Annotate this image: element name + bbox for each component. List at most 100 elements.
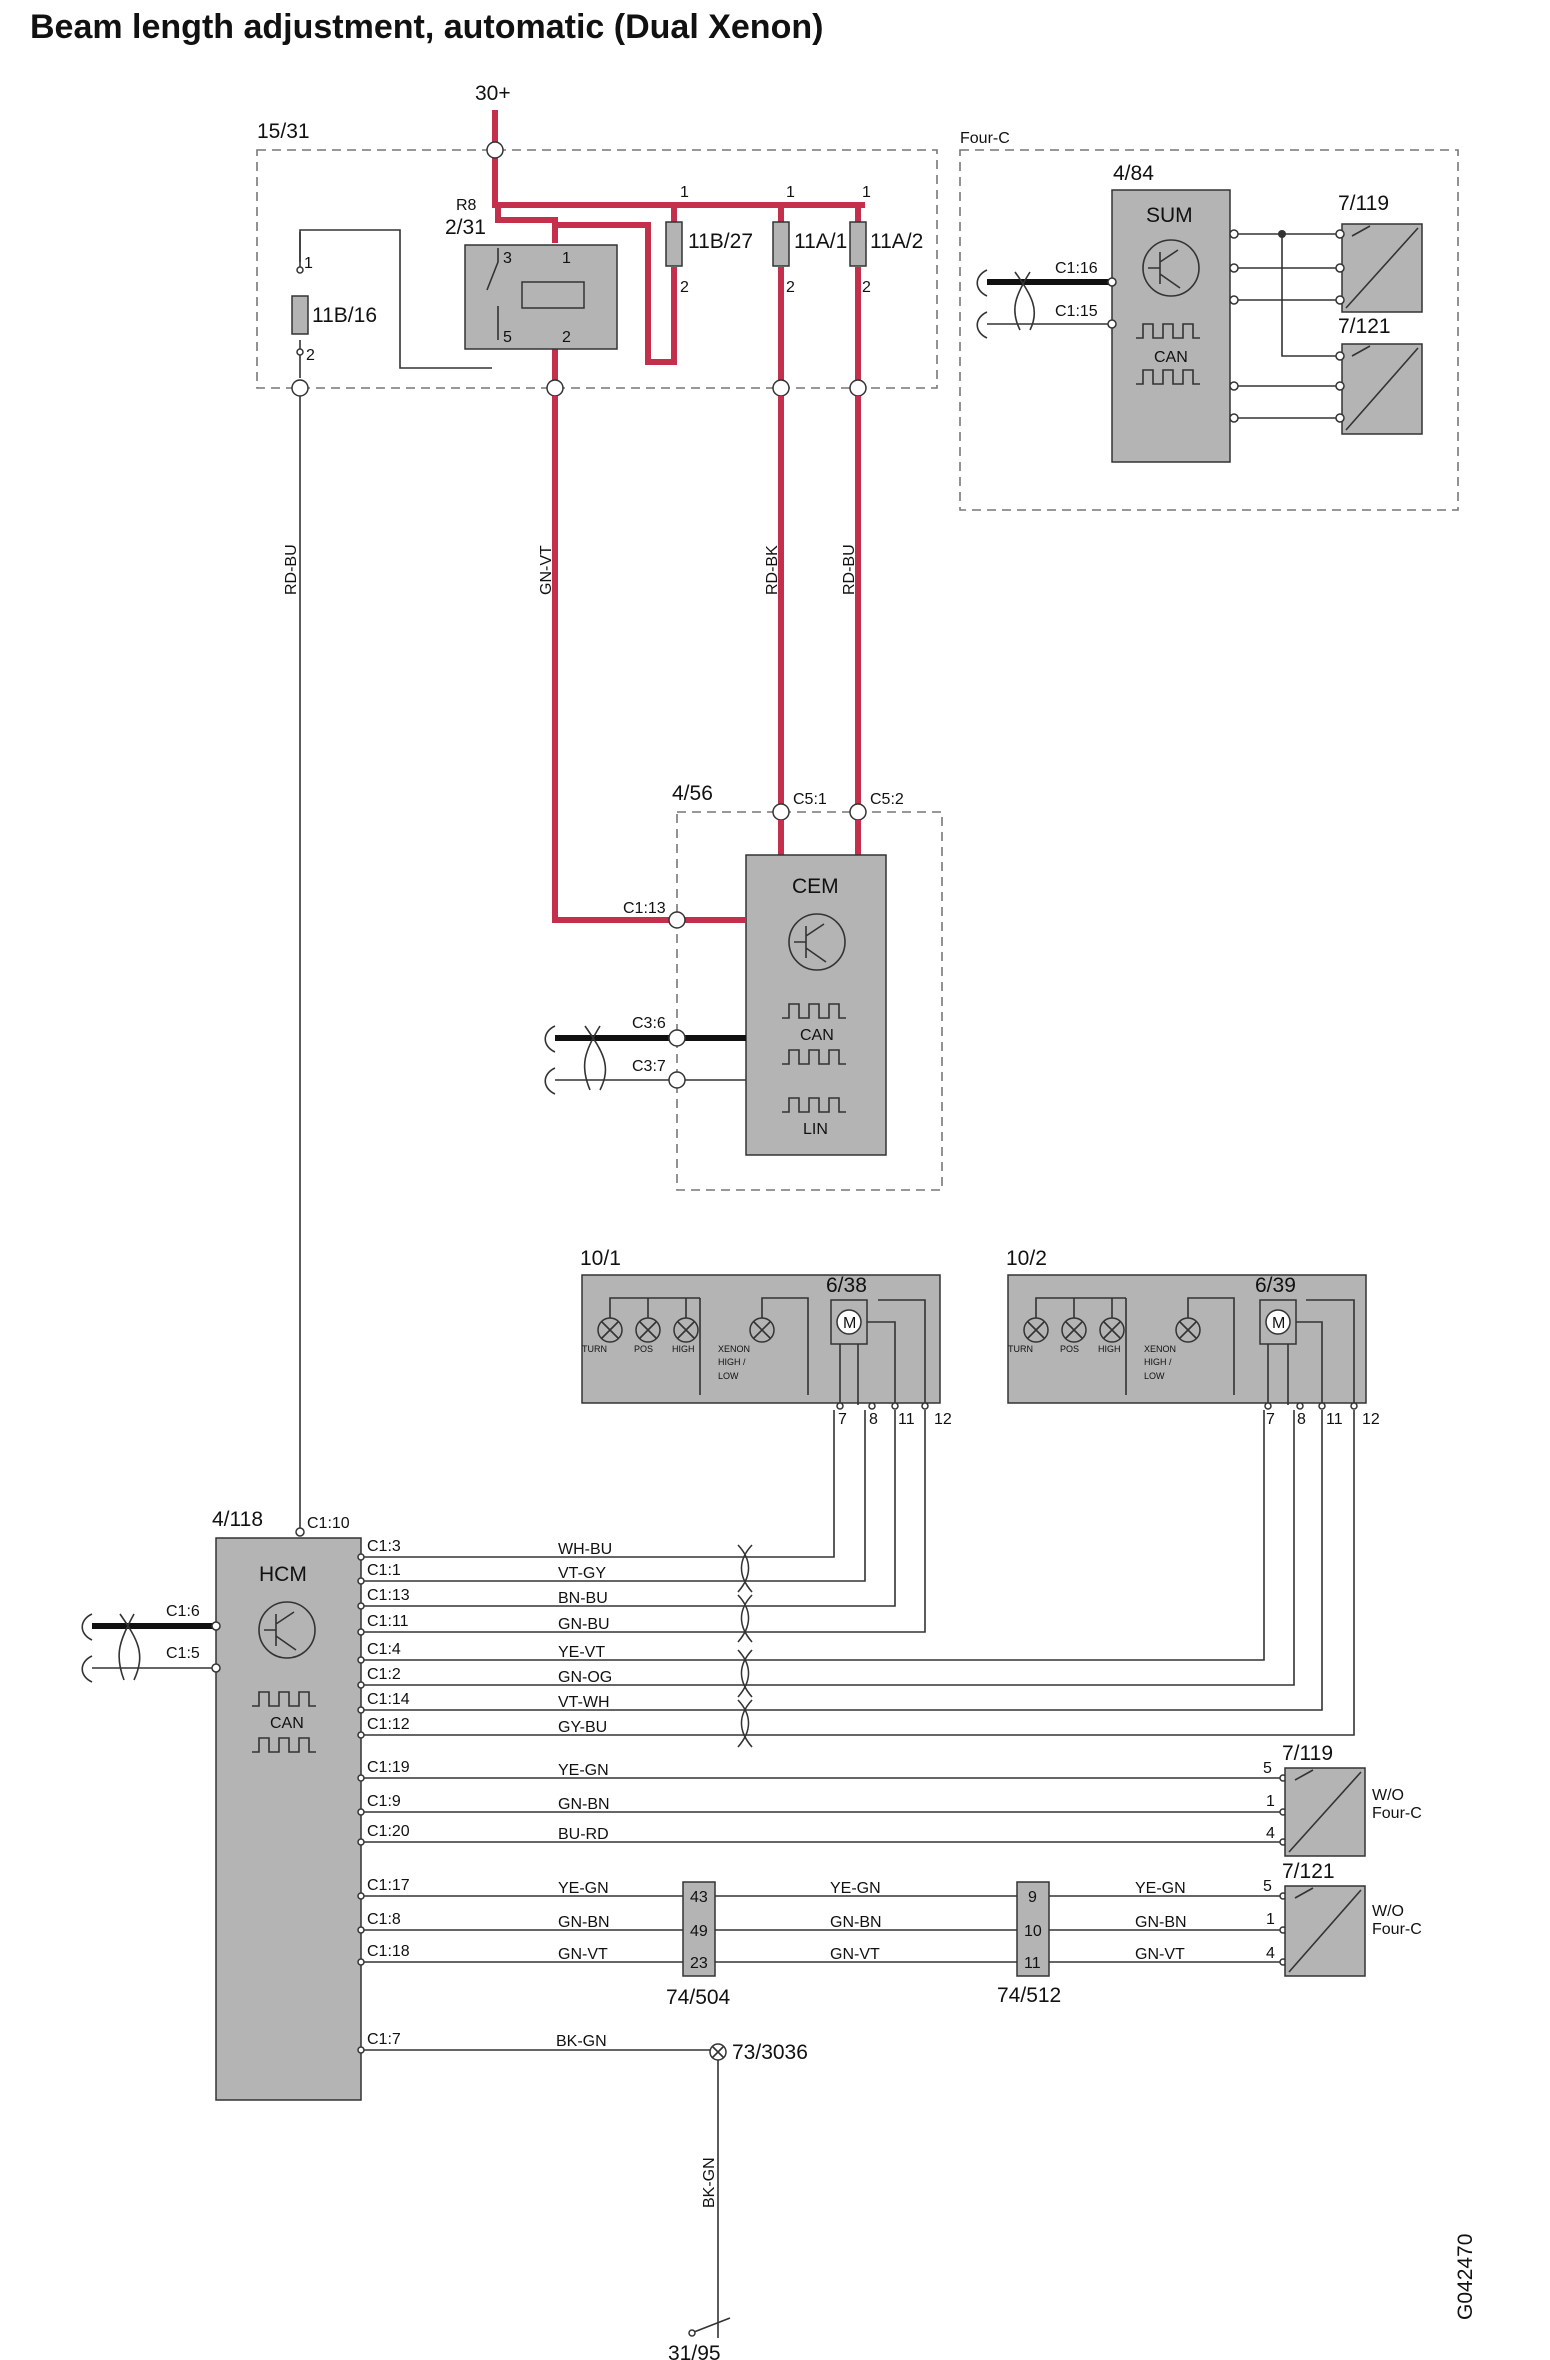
relay-id-label: 2/31 (445, 216, 486, 239)
cem-frame (676, 811, 943, 1191)
fusebox-out-11a1 (772, 379, 790, 397)
headlamp-right-bulbs (1023, 1297, 1235, 1395)
svg-text:4: 4 (1266, 1945, 1275, 1962)
svg-text:C1:9: C1:9 (367, 1793, 401, 1810)
svg-text:BU-RD: BU-RD (558, 1826, 609, 1843)
fuse-11b16-pin2: 2 (306, 347, 315, 364)
sensor-a-icon (1288, 1769, 1362, 1853)
fusebox-out-11b16 (291, 379, 309, 397)
svg-text:12: 12 (934, 1411, 952, 1428)
headlamp-left (581, 1274, 941, 1404)
svg-text:C1:3: C1:3 (367, 1538, 401, 1555)
ground-point-label: 73/3036 (732, 2041, 808, 2064)
four-c-sensor-1-icon (1345, 225, 1419, 309)
svg-text:GN-VT: GN-VT (830, 1946, 880, 1963)
headlamp-right-id: 10/2 (1006, 1247, 1047, 1270)
fuse-11b16-control-wire (299, 229, 492, 369)
headlamp-right (1007, 1274, 1367, 1404)
cem-name: CEM (792, 875, 839, 898)
cem-pin-c3-6: C3:6 (632, 1015, 666, 1032)
four-c-sensor-2-icon (1345, 345, 1419, 431)
svg-text:GN-BN: GN-BN (830, 1914, 882, 1931)
sensor-a-wires (357, 1774, 1287, 1846)
svg-text:C1:18: C1:18 (367, 1943, 410, 1960)
page-title: Beam length adjustment, automatic (Dual … (30, 8, 823, 46)
sum-transistor-icon (1142, 239, 1200, 297)
relay-r8-label: R8 (456, 197, 477, 214)
headlamp-left-id: 10/1 (580, 1247, 621, 1270)
sum-pin-c1-15: C1:15 (1055, 303, 1098, 320)
fuse-box-frame (256, 149, 938, 389)
svg-text:8: 8 (869, 1411, 878, 1428)
cem-transistor-icon (788, 913, 846, 971)
svg-text:YE-GN: YE-GN (1135, 1880, 1186, 1897)
sum-pin-c1-16: C1:16 (1055, 260, 1098, 277)
svg-text:C1:13: C1:13 (367, 1587, 410, 1604)
svg-text:C1:2: C1:2 (367, 1666, 401, 1683)
svg-text:1: 1 (680, 184, 689, 201)
hcm-pin-c1-10: C1:10 (307, 1515, 350, 1532)
relay-pin-5: 5 (503, 329, 512, 346)
sum-twist-icon (1014, 271, 1036, 331)
sum-id: 4/84 (1113, 162, 1154, 185)
fuse-11b16-pin1: 1 (304, 255, 313, 272)
relay-2-31 (464, 244, 618, 350)
svg-text:LOW: LOW (1144, 1371, 1165, 1381)
hcm-module (215, 1537, 362, 2101)
fuse-11b16-label: 11B/16 (312, 304, 377, 327)
svg-text:C1:19: C1:19 (367, 1759, 410, 1776)
svg-text:7: 7 (838, 1411, 847, 1428)
fuse-11a2-label: 11A/2 (870, 230, 923, 253)
svg-text:GY-BU: GY-BU (558, 1719, 607, 1736)
connector-74-512 (1016, 1881, 1050, 1977)
sensor-b-id: 7/121 (1282, 1860, 1335, 1883)
cem-pin-c1-13-terminal (668, 911, 686, 929)
svg-text:12: 12 (1362, 1411, 1380, 1428)
svg-text:VT-GY: VT-GY (558, 1565, 606, 1582)
cem-lin-wave-icon (782, 1097, 846, 1113)
svg-text:C1:12: C1:12 (367, 1716, 410, 1733)
svg-text:POS: POS (1060, 1344, 1079, 1354)
svg-text:1: 1 (1266, 1911, 1275, 1928)
svg-text:49: 49 (690, 1923, 708, 1940)
hcm-pin-c1-6: C1:6 (166, 1603, 200, 1620)
cem-pin-c3-7: C3:7 (632, 1058, 666, 1075)
hcm-transistor-icon (258, 1601, 316, 1659)
svg-text:23: 23 (690, 1955, 708, 1972)
fuse-11b27-label: 11B/27 (688, 230, 753, 253)
wire-label-gn-vt: GN-VT (538, 545, 555, 595)
headlamp-left-bulbs (597, 1297, 809, 1395)
svg-text:M: M (1272, 1315, 1285, 1332)
wire-label-rd-bk: RD-BK (764, 545, 781, 595)
svg-text:HIGH: HIGH (672, 1344, 695, 1354)
svg-text:GN-BN: GN-BN (558, 1796, 610, 1813)
motor-left-id: 6/38 (826, 1274, 867, 1297)
relay-feed (495, 205, 558, 243)
svg-text:YE-GN: YE-GN (558, 1762, 609, 1779)
four-c-sensor-1-id: 7/119 (1338, 192, 1389, 215)
svg-text:2: 2 (862, 279, 871, 296)
svg-text:2: 2 (680, 279, 689, 296)
cem-can-wave-icon (782, 1003, 846, 1019)
four-c-label: Four-C (960, 130, 1010, 147)
relay-coil-loop (555, 222, 677, 365)
wire-label-rd-bu-2: RD-BU (841, 544, 858, 595)
svg-text:C1:1: C1:1 (367, 1562, 401, 1579)
fuse-11a1-label: 11A/1 (794, 230, 847, 253)
svg-text:HIGH: HIGH (1098, 1344, 1121, 1354)
relay-pin-3: 3 (503, 250, 512, 267)
svg-text:GN-VT: GN-VT (1135, 1946, 1185, 1963)
supply-terminal (486, 141, 504, 159)
cem-pin-c5-1: C5:1 (793, 791, 827, 808)
svg-text:1: 1 (862, 184, 871, 201)
svg-text:LOW: LOW (718, 1371, 739, 1381)
cem-module (745, 854, 887, 1156)
svg-text:GN-BN: GN-BN (1135, 1914, 1187, 1931)
hcm-pin-c1-7: C1:7 (367, 2031, 401, 2048)
figure-id: G042470 (1454, 2234, 1477, 2320)
svg-text:C1:8: C1:8 (367, 1911, 401, 1928)
svg-text:HIGH /: HIGH / (1144, 1357, 1172, 1367)
svg-text:HIGH /: HIGH / (718, 1357, 746, 1367)
svg-text:GN-VT: GN-VT (558, 1946, 608, 1963)
svg-text:9: 9 (1028, 1889, 1037, 1906)
